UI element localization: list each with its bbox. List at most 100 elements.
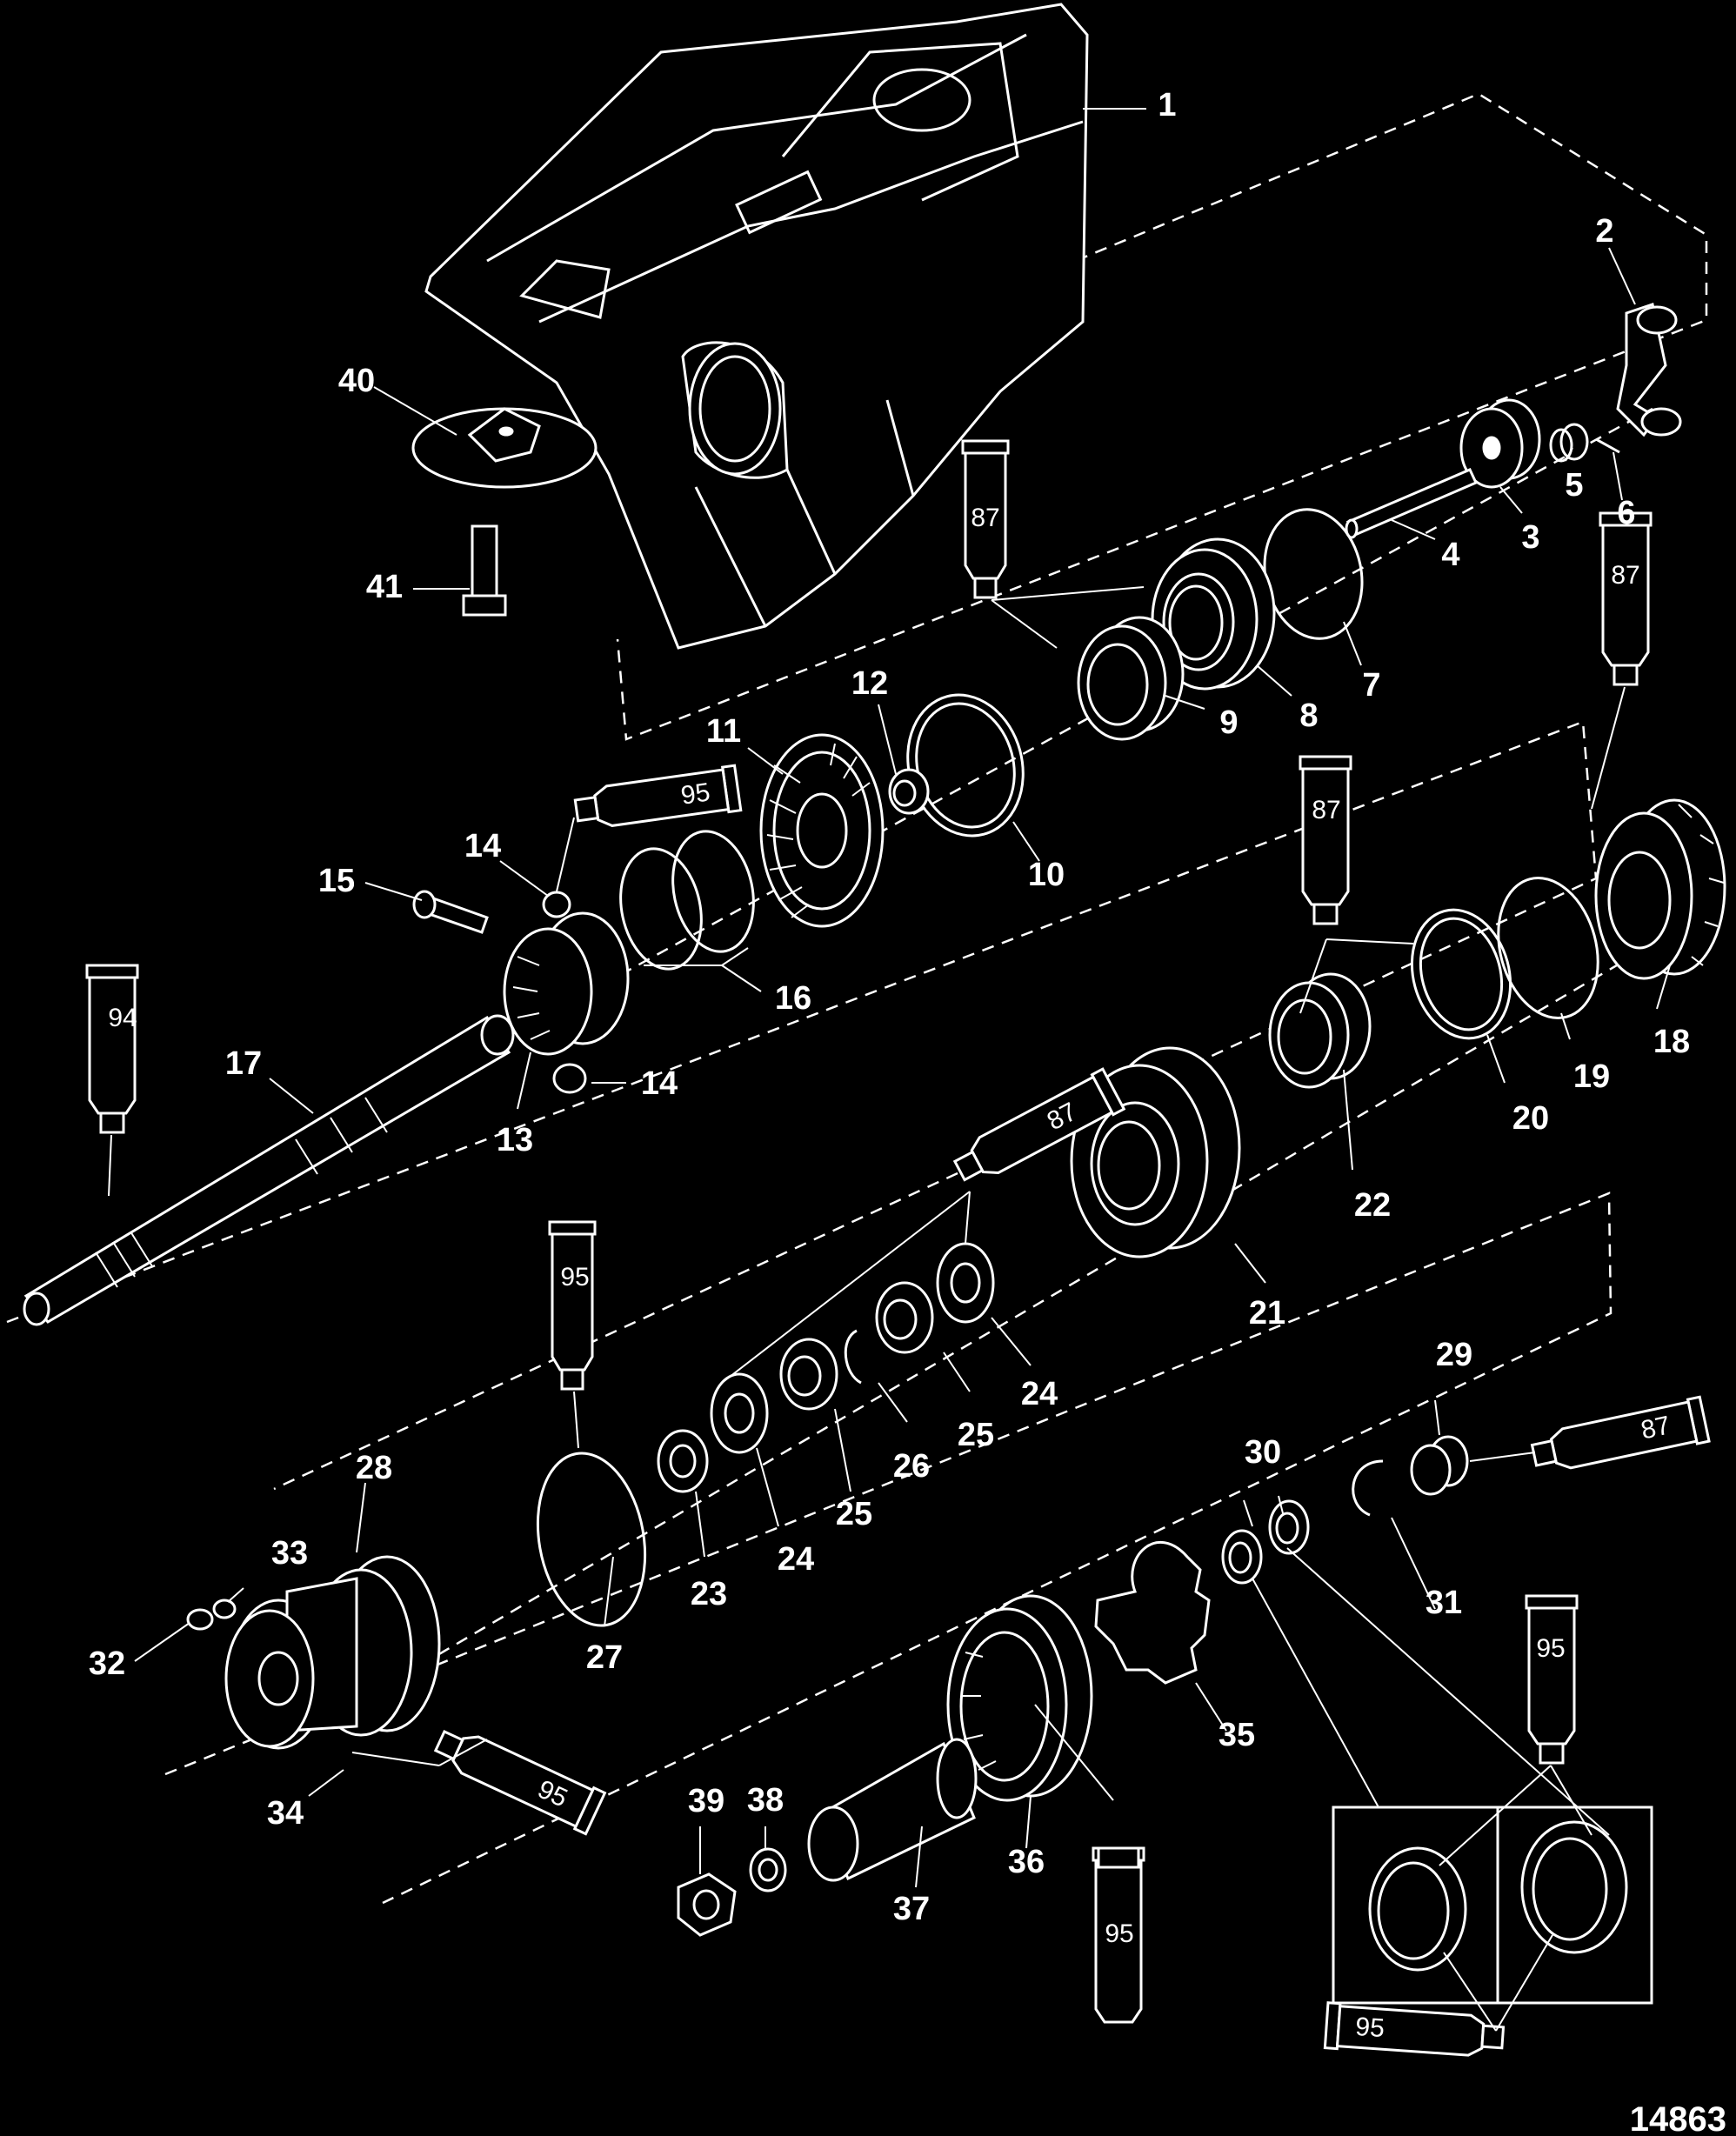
callout-31: 31 xyxy=(1426,1585,1462,1621)
tube-leader-lines xyxy=(108,586,1626,2032)
shim xyxy=(906,693,1025,838)
callout-8: 8 xyxy=(1299,698,1318,734)
carrier-o-ring xyxy=(536,1452,647,1627)
washer xyxy=(657,1429,709,1493)
tube-87-e: 87 xyxy=(1530,1395,1711,1470)
callout-36: 36 xyxy=(1008,1844,1045,1880)
callout-35: 35 xyxy=(1219,1717,1255,1753)
callout-13: 13 xyxy=(497,1122,533,1158)
prop-nut xyxy=(677,1872,737,1937)
tube-label: 94 xyxy=(108,1004,137,1032)
part-callouts: 1 2 3 4 5 6 7 8 9 10 11 12 13 14 14 15 1… xyxy=(89,87,1690,1927)
callout-16: 16 xyxy=(775,980,811,1017)
thrust-hub xyxy=(807,1738,978,1882)
tube-87-b: 87 xyxy=(1599,511,1653,686)
needle-bearing-lower xyxy=(779,1338,838,1411)
callout-41: 41 xyxy=(366,569,403,605)
callout-15: 15 xyxy=(318,863,355,899)
anode-plate xyxy=(411,407,598,489)
callout-2: 2 xyxy=(1595,213,1613,250)
sealant-tubes: 87 87 95 87 94 xyxy=(85,439,1711,2057)
tube-label: 87 xyxy=(1639,1411,1673,1445)
shift-crank xyxy=(1616,303,1682,437)
callout-20: 20 xyxy=(1512,1100,1549,1137)
callout-3: 3 xyxy=(1521,519,1539,556)
carrier-washer xyxy=(212,1599,237,1619)
tube-87-a: 87 xyxy=(961,439,1010,599)
bearing-retainer xyxy=(1352,1459,1384,1517)
tube-87-d: 87 xyxy=(952,1067,1126,1182)
tube-label: 95 xyxy=(1354,2013,1385,2043)
retaining-ring xyxy=(844,1329,862,1385)
callout-39: 39 xyxy=(688,1783,724,1819)
seal-detail-box xyxy=(1332,1806,1653,2005)
tube-87-c: 87 xyxy=(1299,755,1352,925)
callout-38: 38 xyxy=(747,1782,784,1819)
tab-washer xyxy=(1094,1540,1211,1685)
callout-24-upper: 24 xyxy=(1021,1376,1058,1412)
callout-30: 30 xyxy=(1245,1434,1281,1471)
callout-17: 17 xyxy=(225,1045,262,1082)
reverse-shim xyxy=(1497,877,1599,1019)
callout-12: 12 xyxy=(851,665,888,702)
tube-95-c: 95 xyxy=(1525,1594,1579,1765)
carrier-screw xyxy=(186,1608,214,1631)
tube-label: 95 xyxy=(1536,1634,1565,1663)
thrust-bearing-lower xyxy=(710,1372,769,1454)
callout-34: 34 xyxy=(267,1795,304,1832)
thrust-washer xyxy=(1410,908,1512,1040)
retainer-nut xyxy=(946,1594,1093,1802)
cross-pin xyxy=(412,890,489,934)
figure-id: 14863 xyxy=(1630,2100,1726,2136)
propeller-shaft xyxy=(23,1014,515,1326)
callout-7: 7 xyxy=(1362,667,1380,704)
callout-1: 1 xyxy=(1158,87,1176,123)
shift-shaft-bushing xyxy=(1459,398,1541,489)
callout-14-upper: 14 xyxy=(464,828,501,864)
callout-25-upper: 25 xyxy=(958,1417,994,1453)
callout-18: 18 xyxy=(1653,1024,1690,1060)
needle-bearing-upper xyxy=(875,1281,934,1354)
callout-5: 5 xyxy=(1565,467,1583,504)
tube-label: 87 xyxy=(1312,796,1340,824)
clutch-pin xyxy=(542,891,587,1094)
callout-25-lower: 25 xyxy=(836,1496,872,1532)
anode-bolt xyxy=(462,524,507,617)
tube-label: 87 xyxy=(971,504,999,532)
reverse-bearing-cup xyxy=(1268,972,1372,1089)
leader-lines xyxy=(134,108,1671,1888)
tube-label: 95 xyxy=(1105,1919,1133,1948)
sliding-clutch xyxy=(503,911,630,1056)
callout-40: 40 xyxy=(338,363,375,399)
callout-33: 33 xyxy=(271,1535,308,1572)
callout-14-lower: 14 xyxy=(641,1065,678,1102)
reverse-gear xyxy=(1594,798,1726,980)
propshaft-bearing xyxy=(1410,1435,1469,1496)
callout-24-lower: 24 xyxy=(778,1541,814,1578)
callout-6: 6 xyxy=(1617,495,1635,531)
callout-26: 26 xyxy=(893,1448,930,1485)
tube-95-d: 95 xyxy=(433,1729,607,1836)
oil-seal-pair xyxy=(1221,1499,1310,1585)
pin xyxy=(1595,437,1620,454)
callout-22: 22 xyxy=(1354,1187,1391,1224)
bearing-carrier xyxy=(224,1555,441,1750)
thrust-bearing-upper xyxy=(936,1242,995,1324)
callout-37: 37 xyxy=(893,1891,930,1927)
roller-bearing xyxy=(888,768,930,815)
tube-95-a: 95 xyxy=(573,764,743,827)
tube-95-b: 95 xyxy=(548,1220,597,1391)
callout-23: 23 xyxy=(691,1576,727,1612)
tube-94: 94 xyxy=(85,964,139,1134)
callout-9: 9 xyxy=(1219,704,1238,741)
callout-32: 32 xyxy=(89,1645,125,1682)
bushing xyxy=(1549,423,1589,463)
forward-gear xyxy=(759,733,885,928)
tube-95-f: 95 xyxy=(1323,2001,1506,2057)
shim-pair xyxy=(619,830,755,971)
tube-label: 95 xyxy=(679,778,712,810)
callout-11: 11 xyxy=(706,713,741,750)
tube-label: 95 xyxy=(560,1263,589,1292)
dashed-group-outlines xyxy=(6,92,1708,1905)
